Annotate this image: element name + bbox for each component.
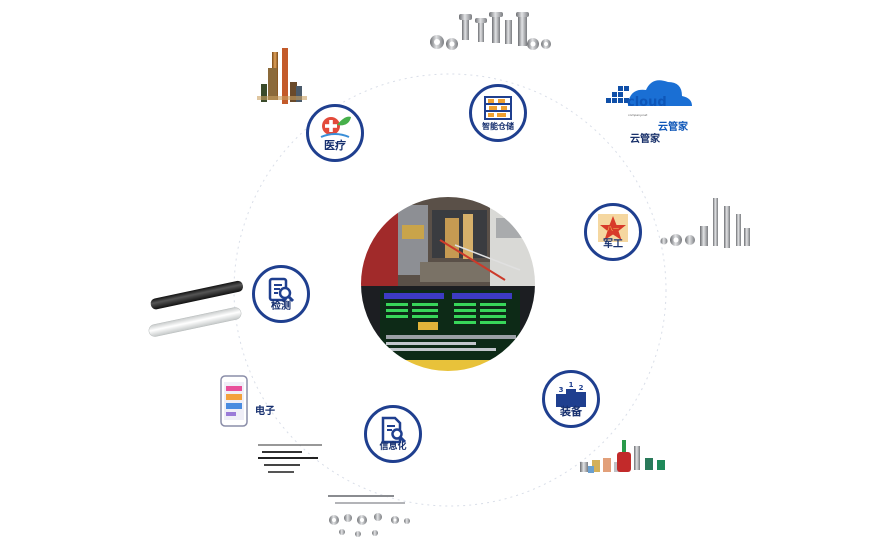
- medical-node[interactable]: 医疗: [306, 104, 364, 162]
- svg-text:3: 3: [559, 386, 564, 394]
- cloud-logo-art: [606, 80, 692, 106]
- medical-cross-leaf-icon: [320, 116, 351, 138]
- military-label: 军工: [603, 239, 623, 250]
- cloud-logo-subtext: company.net: [628, 113, 648, 117]
- colored-fittings-image: [580, 440, 665, 473]
- small-parts-image: [328, 495, 410, 537]
- podium-ranking-icon: 1 3 2: [556, 381, 586, 407]
- rods-image: [148, 280, 244, 337]
- informatization-label: 信息化: [379, 442, 407, 452]
- electronics-label: 电子: [255, 406, 275, 417]
- equipment-node[interactable]: 1 3 2 装备: [542, 370, 600, 428]
- inspection-node[interactable]: 检测: [252, 265, 310, 323]
- warehouse-label: 智能仓储: [482, 122, 514, 131]
- warehouse-node[interactable]: 智能仓储: [469, 84, 527, 142]
- smartphone-image: [220, 375, 248, 427]
- informatization-node[interactable]: 信息化: [364, 405, 422, 463]
- inspection-label: 检测: [271, 301, 291, 312]
- svg-text:2: 2: [579, 384, 584, 392]
- cloud-logo-chinese: 云管家: [658, 122, 688, 133]
- document-search-icon: [381, 416, 407, 444]
- svg-text:八一: 八一: [607, 226, 619, 233]
- equipment-label: 装备: [560, 405, 582, 418]
- military-node[interactable]: 八一 军工: [584, 203, 642, 261]
- standoff-bolts-image: [257, 48, 307, 104]
- medical-label: 医疗: [324, 139, 346, 152]
- cloud-logo-word: cloud: [627, 95, 667, 110]
- inspection-document-magnifier-icon: [268, 277, 295, 303]
- warehouse-shelves-icon: [484, 96, 512, 120]
- military-star-emblem-icon: 八一: [598, 214, 628, 242]
- svg-text:1: 1: [569, 381, 574, 389]
- military-fasteners-image: [660, 198, 750, 248]
- top-fasteners-image: [430, 12, 551, 50]
- wires-image: [258, 444, 322, 473]
- cloud-manager-label: 云管家: [630, 134, 660, 145]
